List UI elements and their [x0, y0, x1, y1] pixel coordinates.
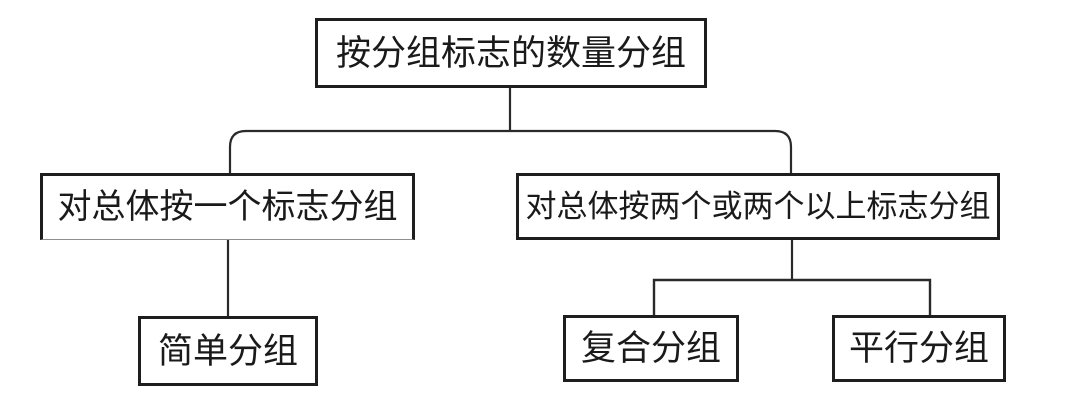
- node-group-by-two-or-more-criteria: 对总体按两个或两个以上标志分组: [516, 173, 1000, 240]
- node-composite-grouping: 复合分组: [563, 315, 739, 382]
- node-grouping-by-number-of-criteria: 按分组标志的数量分组: [315, 18, 707, 88]
- node-group-by-one-criterion: 对总体按一个标志分组: [40, 173, 415, 240]
- node-simple-grouping: 简单分组: [138, 316, 318, 386]
- node-parallel-grouping: 平行分组: [832, 315, 1006, 382]
- edge-root-to-children: [228, 129, 793, 174]
- edge-two-to-children: [652, 278, 932, 316]
